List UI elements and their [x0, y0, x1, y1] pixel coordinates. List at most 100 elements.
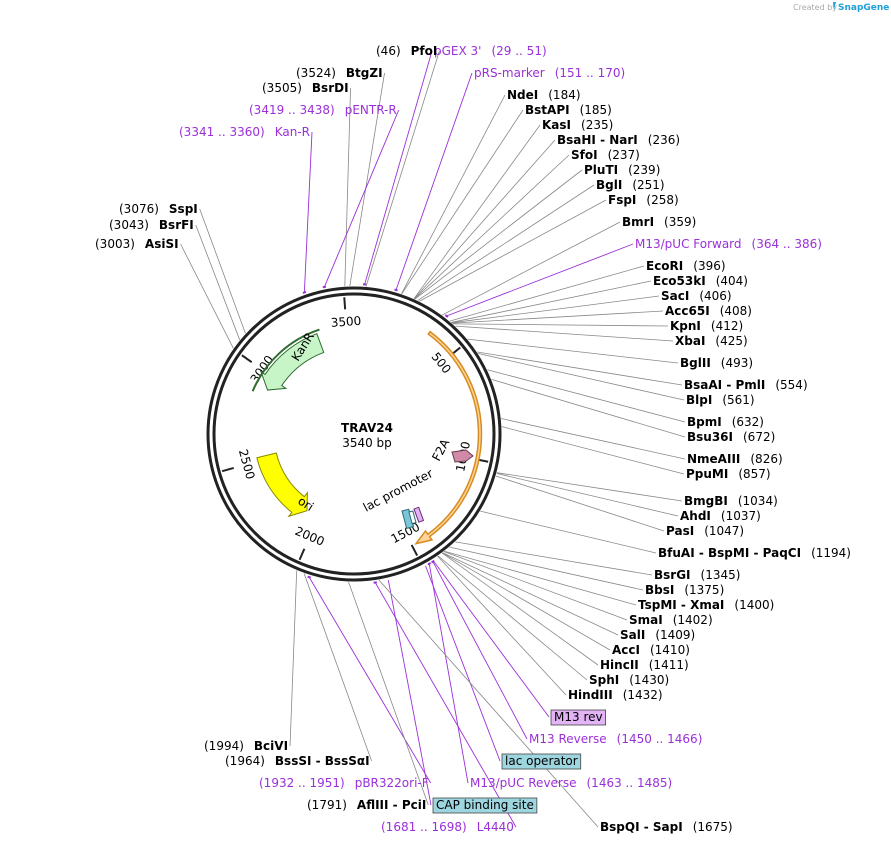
enzyme-site-label[interactable]: (3076)SspI: [119, 202, 198, 216]
enzyme-site-label[interactable]: SalI(1409): [620, 628, 695, 642]
enzyme-site-label[interactable]: XbaI(425): [675, 334, 748, 348]
enzyme-name: BtgZI: [346, 66, 383, 80]
enzyme-site-label[interactable]: (1964)BssSI - BssSαI: [225, 754, 370, 768]
enzyme-site-label[interactable]: HincII(1411): [600, 658, 689, 672]
label-leader-line: [444, 550, 637, 606]
enzyme-site-label[interactable]: PasI(1047): [666, 524, 744, 538]
enzyme-site-label[interactable]: PluTI(239): [584, 163, 660, 177]
enzyme-name: PpuMI: [686, 467, 728, 481]
enzyme-site-label[interactable]: BsaAI - PmlI(554): [684, 378, 808, 392]
feature-tag-label[interactable]: lac operator: [501, 753, 582, 770]
enzyme-name: BstAPI: [525, 103, 570, 117]
enzyme-site-label[interactable]: HindIII(1432): [568, 688, 663, 702]
enzyme-site-label[interactable]: TspMI - XmaI(1400): [638, 598, 774, 612]
ruler-tick-label: 2000: [293, 524, 327, 549]
enzyme-site-label[interactable]: (46)PfoI: [376, 44, 437, 58]
enzyme-name: BsrFI: [159, 218, 194, 232]
lac-operator-feature[interactable]: [408, 510, 417, 525]
primer-label[interactable]: M13/pUC Reverse(1463 .. 1485): [470, 776, 672, 790]
enzyme-site-label[interactable]: (3043)BsrFI: [109, 218, 194, 232]
backbone-outer-ring: [206, 286, 502, 582]
primer-label[interactable]: M13 Reverse (1450 .. 1466): [529, 732, 702, 746]
site-position: (258): [646, 193, 678, 207]
enzyme-site-label[interactable]: AccI(1410): [612, 643, 690, 657]
enzyme-site-label[interactable]: SmaI(1402): [629, 613, 713, 627]
label-leader-line: [413, 124, 541, 299]
enzyme-site-label[interactable]: (3524)BtgZI: [296, 66, 383, 80]
enzyme-site-label[interactable]: KasI(235): [542, 118, 613, 132]
enzyme-site-label[interactable]: AhdI(1037): [680, 509, 761, 523]
enzyme-site-label[interactable]: PpuMI(857): [686, 467, 771, 481]
ori-feature-arrow[interactable]: [256, 452, 308, 518]
enzyme-site-label[interactable]: SacI(406): [661, 289, 732, 303]
enzyme-site-label[interactable]: BmgBI(1034): [684, 494, 778, 508]
site-position: (1411): [649, 658, 689, 672]
site-position: (251): [632, 178, 664, 192]
f2a-feature-arrow[interactable]: [451, 449, 474, 463]
enzyme-site-label[interactable]: Eco53kI(404): [653, 274, 748, 288]
ruler-tick-label: 3500: [330, 314, 361, 330]
enzyme-site-label[interactable]: (1791)AflIII - PciI: [307, 798, 426, 812]
enzyme-name: BsaHI - NarI: [557, 133, 638, 147]
feature-tag-text: lac operator: [505, 754, 578, 768]
orf-feature-arrow[interactable]: [414, 330, 483, 545]
primer-label[interactable]: M13/pUC Forward(364 .. 386): [635, 237, 822, 251]
site-position: (1964): [225, 754, 265, 768]
label-leader-line: [491, 378, 686, 438]
enzyme-site-label[interactable]: BmrI(359): [622, 215, 696, 229]
enzyme-site-label[interactable]: EcoRI(396): [646, 259, 726, 273]
enzyme-name: HindIII: [568, 688, 613, 702]
enzyme-site-label[interactable]: (3003)AsiSI: [95, 237, 179, 251]
enzyme-site-label[interactable]: BpmI(632): [687, 415, 764, 429]
enzyme-site-label[interactable]: (3505)BsrDI: [262, 81, 349, 95]
enzyme-site-label[interactable]: BsaHI - NarI(236): [557, 133, 680, 147]
primer-name: M13 Reverse: [529, 732, 607, 746]
enzyme-site-label[interactable]: BsrGI(1345): [654, 568, 740, 582]
enzyme-site-label[interactable]: SfoI(237): [571, 148, 640, 162]
primer-label[interactable]: (3341 .. 3360)Kan-R: [179, 125, 310, 139]
enzyme-site-label[interactable]: BspQI - SapI(1675): [600, 820, 733, 834]
primer-name: M13/pUC Forward: [635, 237, 742, 251]
feature-tag-label[interactable]: M13 rev: [550, 709, 606, 726]
primer-label[interactable]: (1932 .. 1951)pBR322ori-F: [259, 776, 429, 790]
enzyme-site-label[interactable]: NmeAIII(826): [687, 452, 783, 466]
feature-tag-label[interactable]: CAP binding site: [432, 797, 538, 814]
primer-label[interactable]: pGEX 3'(29 .. 51): [434, 44, 547, 58]
enzyme-name: SfoI: [571, 148, 598, 162]
primer-label[interactable]: pRS-marker(151 .. 170): [474, 66, 625, 80]
site-position: (1409): [655, 628, 695, 642]
enzyme-site-label[interactable]: BglII(493): [680, 356, 753, 370]
feature-tag-text: CAP binding site: [436, 798, 534, 812]
enzyme-site-label[interactable]: Bsu36I(672): [687, 430, 775, 444]
feature-tag-text: M13 rev: [554, 710, 603, 724]
enzyme-site-label[interactable]: BstAPI(185): [525, 103, 612, 117]
primer-label[interactable]: (3419 .. 3438)pENTR-R: [249, 103, 397, 117]
site-position: (826): [750, 452, 782, 466]
enzyme-name: AflIII - PciI: [357, 798, 426, 812]
kanr-feature-arrow[interactable]: [259, 333, 325, 391]
m13-rev-feature[interactable]: [413, 506, 425, 523]
label-leader-line: [437, 555, 567, 696]
enzyme-name: KpnI: [670, 319, 701, 333]
enzyme-site-label[interactable]: NdeI(184): [507, 88, 581, 102]
site-position: (1450 .. 1466): [617, 732, 703, 746]
site-position: (672): [743, 430, 775, 444]
enzyme-site-label[interactable]: (1994)BciVI: [204, 739, 288, 753]
label-leader-line: [501, 426, 685, 475]
enzyme-site-label[interactable]: KpnI(412): [670, 319, 743, 333]
enzyme-site-label[interactable]: Acc65I(408): [665, 304, 752, 318]
label-leader-line: [417, 184, 595, 301]
enzyme-site-label[interactable]: BbsI(1375): [645, 583, 724, 597]
primer-site-mark: [302, 290, 307, 294]
label-leader-line: [452, 310, 664, 324]
primer-label[interactable]: (1681 .. 1698)L4440: [381, 820, 514, 834]
enzyme-site-label[interactable]: SphI(1430): [589, 673, 669, 687]
enzyme-site-label[interactable]: BlpI(561): [686, 393, 755, 407]
label-leader-line: [303, 573, 372, 762]
label-leader-line: [496, 473, 679, 517]
enzyme-site-label[interactable]: BfuAI - BspMI - PaqCI(1194): [658, 546, 851, 560]
enzyme-site-label[interactable]: FspI(258): [608, 193, 679, 207]
enzyme-site-label[interactable]: BglI(251): [596, 178, 665, 192]
credit-brand[interactable]: SnapGene: [838, 3, 889, 13]
enzyme-name: BfuAI - BspMI - PaqCI: [658, 546, 801, 560]
